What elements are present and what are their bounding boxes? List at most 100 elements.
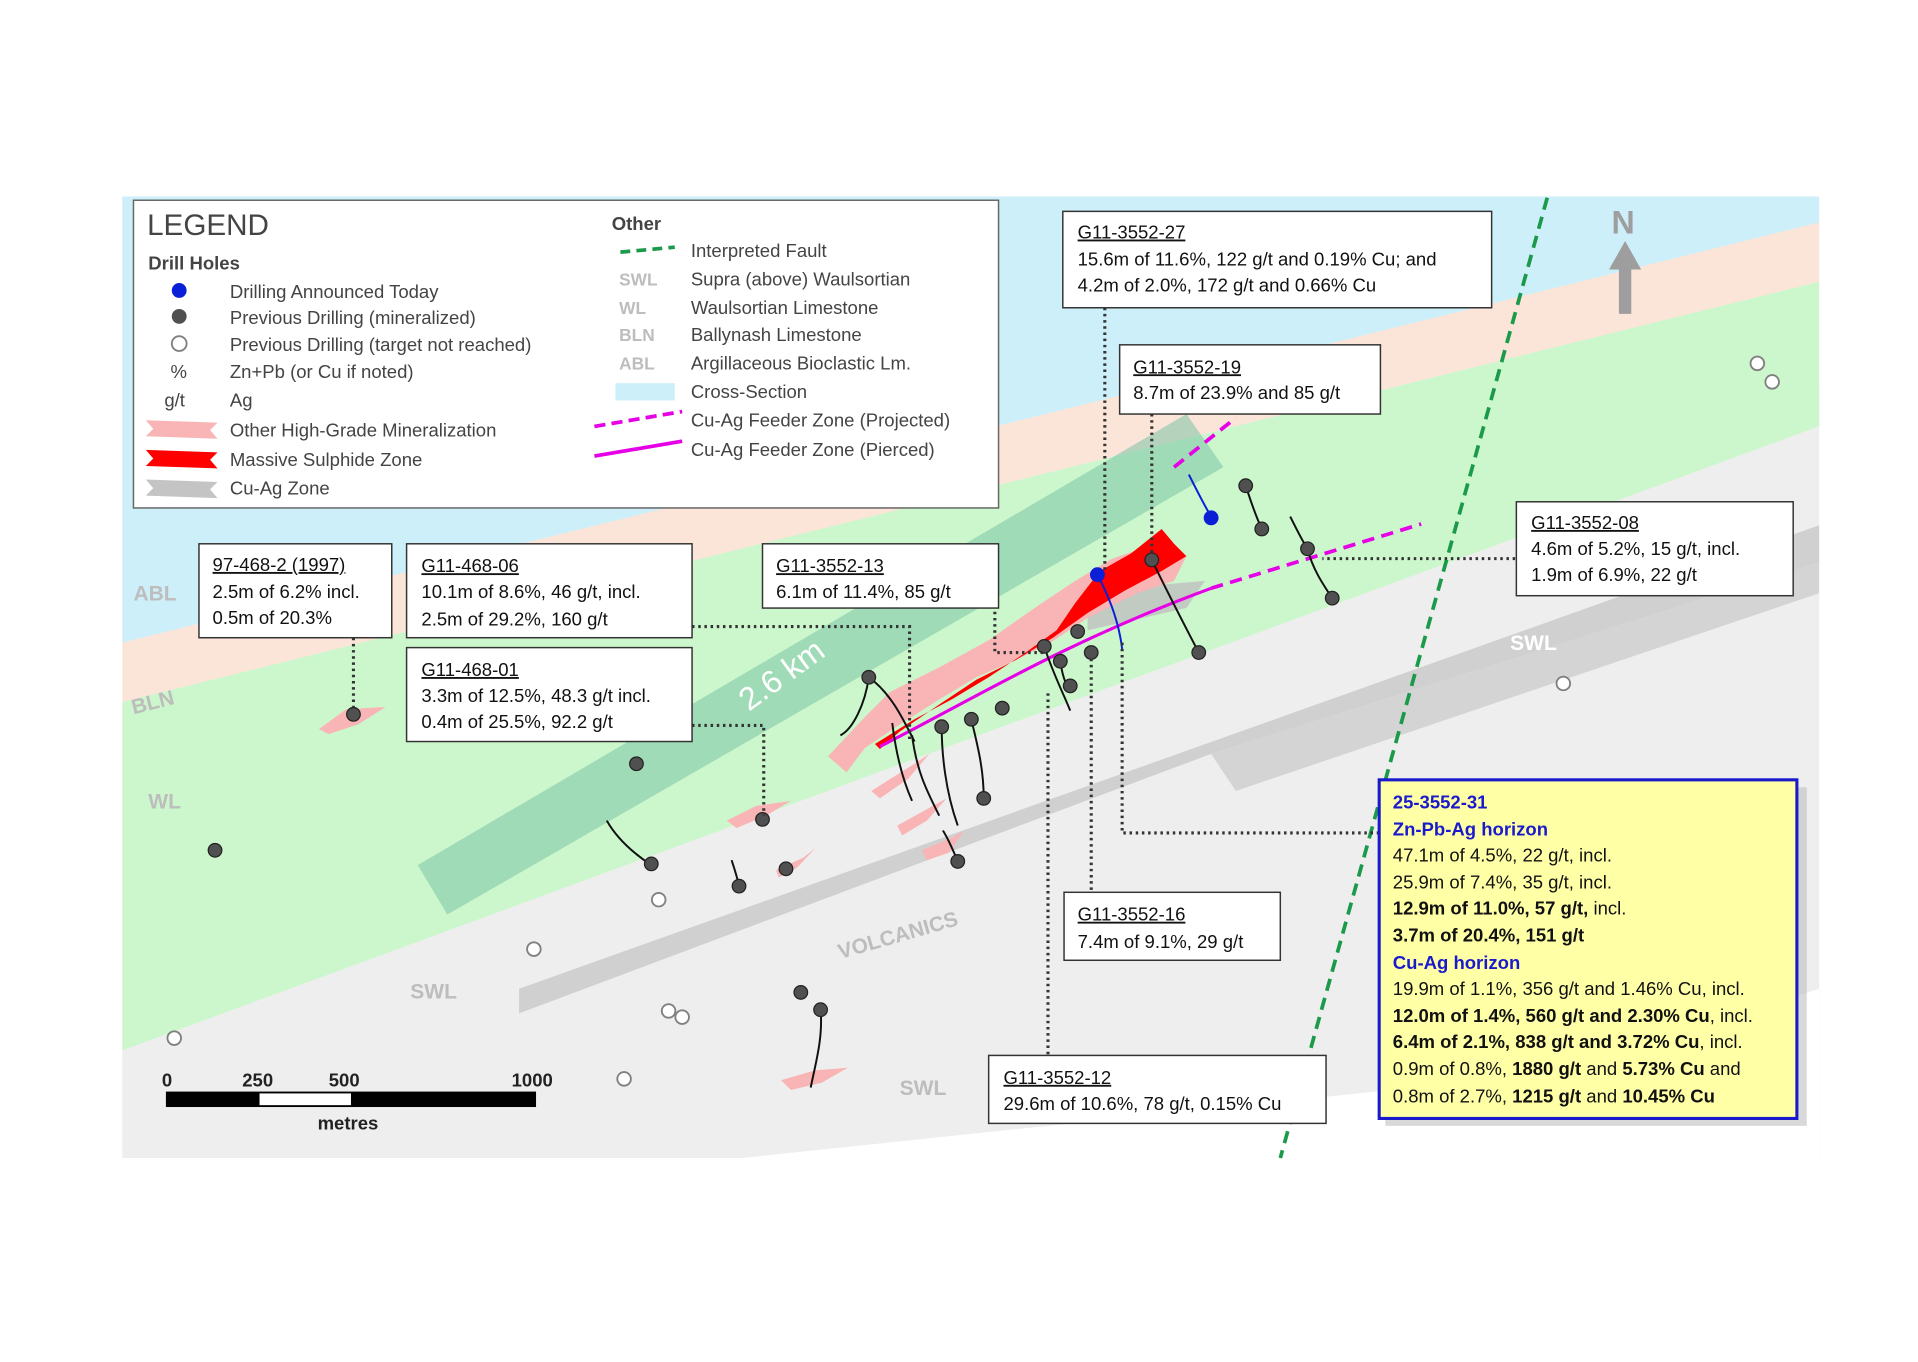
- drill-hole-not-reached: [650, 891, 667, 908]
- magenta-line-icon: [594, 439, 683, 458]
- callout-box: [405, 543, 693, 639]
- legend-drill-heading: Drill Holes: [148, 252, 240, 273]
- bold-span: 6.4m of 2.1%, 838 g/t and 3.72% Cu: [1393, 1031, 1700, 1052]
- swl-label-bottom: SWL: [900, 1077, 947, 1100]
- north-arrow-icon: [1609, 241, 1642, 314]
- red-band-icon: [145, 449, 218, 469]
- legend: LEGEND Drill Holes % g/t Drilling Announ…: [132, 199, 1000, 509]
- legend-label: Previous Drilling (mineralized): [230, 307, 476, 328]
- leader-g11-468-01: [692, 723, 766, 816]
- drill-hole-mineralized: [793, 984, 809, 1000]
- callout-line: 0.5m of 20.3%: [213, 607, 332, 628]
- bold-span: 1215 g/t: [1512, 1085, 1581, 1106]
- pink-band-icon: [145, 420, 218, 439]
- callout-box: [198, 543, 393, 639]
- scale-tick-label: 500: [329, 1069, 360, 1090]
- callout-line: 8.7m of 23.9% and 85 g/t: [1133, 382, 1341, 403]
- drill-hole-mineralized: [861, 669, 877, 685]
- gt-symbol: g/t: [164, 390, 185, 411]
- drill-hole-announced-today: [1203, 510, 1219, 526]
- legend-box: [132, 199, 1000, 509]
- drill-hole-mineralized: [1070, 624, 1086, 639]
- legend-label: Argillaceous Bioclastic Lm.: [691, 353, 911, 374]
- drill-hole-mineralized: [1191, 645, 1207, 660]
- callout-line: 4.2m of 2.0%, 172 g/t and 0.66% Cu: [1078, 275, 1377, 296]
- feeder-pierced: [879, 586, 1212, 748]
- volcanics-band: [519, 525, 1820, 1014]
- callout-line: 3.3m of 12.5%, 48.3 g/t incl.: [421, 685, 651, 706]
- legend-label: Zn+Pb (or Cu if noted): [230, 361, 414, 382]
- callout-line: 47.1m of 4.5%, 22 g/t, incl.: [1393, 844, 1612, 865]
- drill-trace: [911, 735, 941, 817]
- callout-line: 3.7m of 20.4%, 151 g/t: [1393, 925, 1584, 946]
- span: and: [1581, 1085, 1622, 1106]
- scale-tick-label: 250: [242, 1069, 273, 1090]
- drill-hole-mineralized: [1144, 552, 1160, 568]
- bold-span: 12.0m of 1.4%, 560 g/t and 2.30% Cu: [1393, 1005, 1710, 1026]
- drill-hole-mineralized: [1062, 678, 1078, 694]
- bold-span: 10.45% Cu: [1622, 1085, 1715, 1106]
- wl-strip: [1532, 385, 1820, 520]
- callout-title: 25-3552-31: [1393, 791, 1488, 812]
- span: 0.8m of 2.7%,: [1393, 1085, 1512, 1106]
- drill-hole-announced-today: [1089, 567, 1105, 583]
- bold-span: 12.9m of 11.0%, 57 g/t,: [1393, 898, 1589, 919]
- callout-line: 19.9m of 1.1%, 356 g/t and 1.46% Cu, inc…: [1393, 978, 1745, 999]
- drill-trace: [809, 1009, 823, 1088]
- bold-span: 1880 g/t: [1512, 1058, 1581, 1079]
- drill-hole-mineralized: [934, 719, 950, 735]
- legend-label: Drilling Announced Today: [230, 281, 439, 302]
- legend-label: Cross-Section: [691, 381, 807, 402]
- callout-line: 4.6m of 5.2%, 15 g/t, incl.: [1531, 538, 1740, 559]
- open-circle-icon: [170, 335, 188, 352]
- drill-hole-mineralized: [755, 811, 770, 827]
- legend-label: Ag: [230, 390, 253, 411]
- callout-line: 6.4m of 2.1%, 838 g/t and 3.72% Cu, incl…: [1393, 1031, 1743, 1052]
- callout-title: G11-3552-08: [1531, 512, 1639, 533]
- swl-symbol: SWL: [619, 270, 658, 290]
- drill-hole-mineralized: [629, 756, 644, 772]
- drill-hole-not-reached: [1749, 355, 1766, 372]
- drill-hole-not-reached: [660, 1003, 677, 1019]
- drill-trace: [839, 677, 870, 737]
- callout-box: [1062, 210, 1493, 309]
- legend-label: Cu-Ag Zone: [230, 477, 330, 498]
- cu-ag-heading: Cu-Ag horizon: [1393, 952, 1521, 973]
- callout-title: G11-468-01: [421, 659, 518, 680]
- feeder-zones: [879, 416, 1422, 748]
- callout-title: 97-468-2 (1997): [213, 554, 346, 575]
- drill-hole-mineralized: [994, 700, 1010, 716]
- drill-hole-mineralized: [207, 842, 223, 858]
- drill-hole-mineralized: [643, 856, 659, 872]
- callout-line: 0.4m of 25.5%, 92.2 g/t: [421, 711, 613, 732]
- drill-hole-mineralized: [1324, 590, 1340, 606]
- callout-line: 0.8m of 2.7%, 1215 g/t and 10.45% Cu: [1393, 1085, 1715, 1106]
- legend-label: Previous Drilling (target not reached): [230, 334, 532, 355]
- callout-line: 1.9m of 6.9%, 22 g/t: [1531, 564, 1698, 585]
- feeder-projected-north: [1172, 416, 1237, 469]
- callout-line: 2.5m of 29.2%, 160 g/t: [421, 608, 608, 629]
- legend-label: Cu-Ag Feeder Zone (Projected): [691, 409, 950, 430]
- high-grade-pod-6: [781, 1067, 848, 1091]
- legend-label: Supra (above) Waulsortian: [691, 269, 911, 290]
- scale-bar: 0 250 500 1000 metres: [162, 1069, 553, 1133]
- drill-hole-mineralized: [1036, 638, 1052, 654]
- callout-line: 2.5m of 6.2% incl.: [213, 581, 360, 602]
- blue-dot-icon: [171, 283, 187, 298]
- callout-g11-468-06: G11-468-06 10.1m of 8.6%, 46 g/t, incl. …: [405, 543, 693, 639]
- callout-g11-3552-13: G11-3552-13 6.1m of 11.4%, 85 g/t: [761, 543, 1000, 609]
- callout-line: 15.6m of 11.6%, 122 g/t and 0.19% Cu; an…: [1078, 249, 1437, 270]
- callout-title: G11-3552-19: [1133, 356, 1241, 377]
- callout-line: 10.1m of 8.6%, 46 g/t, incl.: [421, 581, 640, 602]
- drill-hole-mineralized: [1083, 645, 1099, 660]
- drill-hole-mineralized: [950, 853, 966, 869]
- callout-g11-3552-08: G11-3552-08 4.6m of 5.2%, 15 g/t, incl. …: [1515, 501, 1794, 597]
- feeder-projected: [1210, 522, 1422, 591]
- bold-span: 5.73% Cu: [1622, 1058, 1704, 1079]
- drill-hole-mineralized: [813, 1002, 829, 1018]
- callout-g11-3552-19: G11-3552-19 8.7m of 23.9% and 85 g/t: [1118, 344, 1382, 415]
- leader-lines: [351, 307, 1516, 1055]
- span: and: [1581, 1058, 1622, 1079]
- callout-box: [987, 1054, 1327, 1125]
